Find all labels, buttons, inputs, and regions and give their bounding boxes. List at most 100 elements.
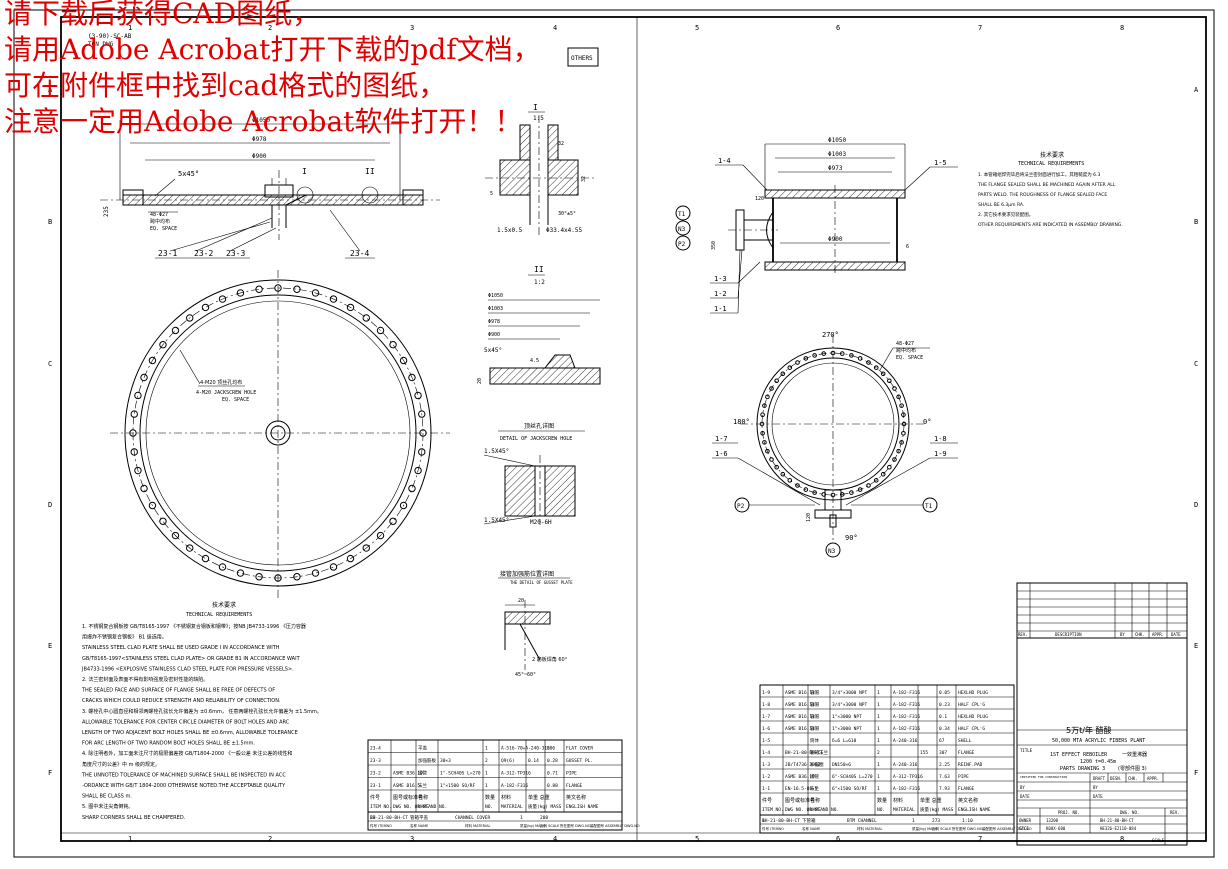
bom-cell: 6"×1500 SO/RF bbox=[832, 786, 868, 792]
bom-cell: 1"×3000 NPT bbox=[832, 726, 862, 732]
bom-header-en: 质量(kg) MASS bbox=[920, 806, 954, 813]
bom-cell: 23-3 bbox=[370, 758, 381, 764]
gusset-title-cn: 接管加强筋位置详图 bbox=[500, 570, 554, 578]
jack-chamfer-bot: 1.5X45° bbox=[484, 517, 509, 524]
row-letter-right: C bbox=[1194, 360, 1198, 368]
bom-header-cn: 件号 bbox=[762, 797, 772, 804]
bom-cell: HEXLHD PLUG bbox=[958, 714, 988, 720]
bom-cell: 1-7 bbox=[762, 714, 770, 720]
angle-180: 180° bbox=[733, 418, 750, 426]
bom-footer-header: 质量(kg) MASS bbox=[520, 823, 546, 828]
bom-footer: BTM CHANNEL bbox=[847, 818, 877, 824]
bom-footer: 管箱平盖 bbox=[410, 814, 428, 821]
shell-dim-6: 6 bbox=[906, 244, 909, 250]
tech-right-line: PARTS WELD. THE ROUGHNESS OF FLANGE SEAL… bbox=[978, 192, 1107, 198]
bom-cell: JB/T4736-2002 bbox=[785, 762, 821, 768]
tech-left-line: -ORDANCE WITH GB/T 1804-2000 OTHERWISE N… bbox=[82, 783, 286, 789]
shell-section-view: 270° 180° 0° 90° 48-Φ27 跨中均布 EQ. SPACE 1… bbox=[712, 331, 958, 558]
bolt-hole bbox=[873, 365, 879, 370]
detail-II-dim-978: Φ978 bbox=[488, 319, 500, 325]
balloon-1-7: 1-7 bbox=[715, 435, 728, 443]
title-desn: DESN. bbox=[1110, 776, 1122, 781]
tech-left-line: 2. 法兰密封面及表面不得有影响强度及密封性能的缺陷。 bbox=[82, 676, 208, 683]
tech-left-line: GB/T8165-1997<STAINLESS STEEL CLAD PLATE… bbox=[82, 656, 301, 662]
section-nozzle-N3: N3 bbox=[828, 548, 836, 555]
bolt-hole bbox=[329, 563, 338, 571]
bom-header-en: NAME bbox=[810, 807, 821, 813]
bom-footer-header: 质量(kg) MASS bbox=[912, 826, 938, 831]
cover-dim-1050: Φ1050 bbox=[252, 117, 270, 124]
row-letter: E bbox=[48, 642, 52, 650]
bolt-hole bbox=[218, 563, 227, 571]
section-dim-120: 120 bbox=[806, 513, 812, 522]
bom-header-en: ENGLISH NAME bbox=[958, 807, 991, 813]
bom-cell: 1 bbox=[877, 714, 880, 720]
rev-hdr-date: DATE bbox=[1171, 632, 1181, 637]
col-number-bottom: 1 bbox=[128, 835, 132, 843]
shell-dim-973: Φ973 bbox=[828, 165, 843, 172]
detail-gusset: 接管加强筋位置详图 THE DETAIL OF GUSSET PLATE 20 … bbox=[498, 570, 573, 678]
bom-header-cn: 英文名称 bbox=[958, 797, 978, 804]
bom-cell: ASME B16.11 bbox=[785, 702, 815, 708]
title-line-3: 1200 t=0.45m bbox=[1080, 759, 1116, 765]
col-number-bottom: 2 bbox=[268, 835, 272, 843]
bom-cell: 1 bbox=[877, 786, 880, 792]
bom-cell: SHELL bbox=[958, 738, 972, 744]
bom-cell: BH-21-80-BH-CT bbox=[785, 750, 823, 756]
sheet-border bbox=[13, 9, 1215, 858]
detail-II-dim-1050: Φ1050 bbox=[488, 293, 503, 299]
jack-title-cn: 顶丝孔详图 bbox=[524, 422, 554, 430]
row-letter-right: F bbox=[1194, 769, 1198, 777]
bom-header-cn: 数量 bbox=[485, 794, 495, 801]
bom-cell: 管帽 bbox=[810, 689, 819, 696]
bolt-hole bbox=[857, 487, 863, 492]
bolt-hole bbox=[762, 440, 767, 445]
bom-header-en: NO. bbox=[485, 804, 493, 810]
bom-cell: EN-16.5-88-5 bbox=[785, 786, 818, 792]
title-project-cn: 5万t/年 醋酸 bbox=[1066, 725, 1111, 735]
bolt-hole bbox=[130, 410, 138, 418]
bolt-hole bbox=[418, 410, 426, 418]
bom-header-en: DWG NO. OR STAND NO. bbox=[393, 804, 447, 810]
col-number: 5 bbox=[695, 24, 699, 32]
bolt-hole bbox=[774, 464, 779, 470]
bom-cell: 1-5 bbox=[762, 738, 770, 744]
jack-chamfer-top: 1.5X45° bbox=[484, 448, 509, 455]
bom-cell: 0.28 bbox=[547, 758, 558, 764]
bom-cell: 1 bbox=[877, 726, 880, 732]
cover-mark-II: II bbox=[365, 167, 375, 176]
title-dwg-no-val: BH-21-80-BH-CT bbox=[1100, 818, 1134, 823]
cover-chamfer: 5x45° bbox=[178, 170, 199, 178]
bom-footer: 1 bbox=[912, 818, 915, 824]
balloon-1-9: 1-9 bbox=[934, 450, 947, 458]
balloon-23-2: 23-2 bbox=[194, 249, 213, 258]
tech-left-line: FOR ARC LENGTH OF TWO RANDOM BOLT HOLES … bbox=[82, 741, 255, 747]
detail-II-chamfer: 5x45° bbox=[484, 347, 502, 354]
tech-left-line: 用爆炸不锈钢复合钢板》 B1 级选用。 bbox=[82, 634, 167, 641]
bom-cell: 7.93 bbox=[939, 786, 950, 792]
bom-footer: 1:10 bbox=[962, 818, 973, 824]
bom-cell: 1"-SCH40S L=270 bbox=[440, 771, 481, 777]
title-draft: DRAFT bbox=[1093, 776, 1106, 781]
rev-hdr-chk: CHK. bbox=[1135, 632, 1145, 637]
bolt-hole bbox=[140, 373, 148, 382]
bolt-hole bbox=[866, 360, 871, 365]
col-number: 6 bbox=[836, 24, 840, 32]
bom-footer: 下管箱 bbox=[802, 817, 816, 824]
bom-header-cn: 件号 bbox=[370, 794, 380, 801]
bom-cell: 0.88 bbox=[547, 783, 558, 789]
bom-cell: 1 bbox=[485, 783, 488, 789]
detail-II-dim-1003: Φ1003 bbox=[488, 306, 503, 312]
bolt-hole bbox=[812, 490, 817, 495]
bom-cell: 6"-SCH40S L=270 bbox=[832, 774, 873, 780]
cover-hole-note-1: 48-Φ27 bbox=[150, 212, 168, 218]
tech-left-title-cn: 技术要求 bbox=[212, 601, 236, 609]
shell-dim-900: Φ900 bbox=[828, 236, 843, 243]
bolt-hole bbox=[293, 573, 301, 581]
bom-cell: 1 bbox=[877, 762, 880, 768]
bom-cell: 23-4 bbox=[370, 746, 381, 752]
tech-left-line: THE UNNOTED TOLERANCE OF MACHINED SURFAC… bbox=[81, 772, 286, 778]
bom-header-cn: 图号或标准号 bbox=[785, 797, 815, 804]
